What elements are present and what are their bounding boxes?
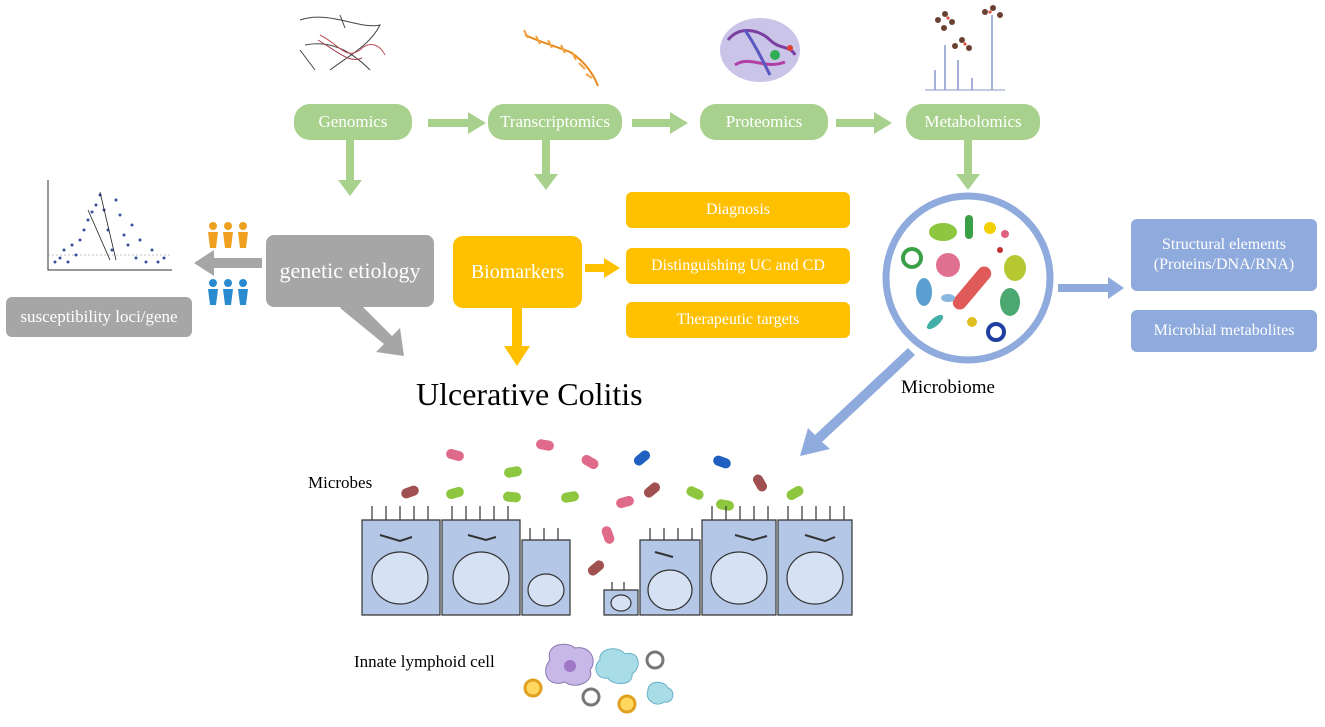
microbe-icons [401, 439, 804, 576]
distinguishing-box: Distinguishing UC and CD [626, 248, 850, 284]
diagnosis-label: Diagnosis [706, 201, 770, 218]
microbiome-label: Microbiome [901, 377, 995, 398]
protein-icon [720, 18, 800, 82]
genomics-label: Genomics [318, 112, 388, 131]
blue-arrows [800, 277, 1124, 456]
diagnosis-box: Diagnosis [626, 192, 850, 228]
gray-arrows [194, 250, 404, 356]
proteomics-label: Proteomics [725, 112, 803, 131]
susceptibility-loci-label: susceptibility loci/gene [20, 307, 178, 326]
metabolite-spectrum-icon [925, 5, 1005, 91]
omics-flow-arrows [428, 112, 892, 134]
rna-icon [523, 29, 599, 87]
microbes-label: Microbes [308, 473, 373, 492]
dna-icon [299, 14, 386, 71]
people-icons [208, 222, 248, 305]
metabolomics-label: Metabolomics [924, 112, 1022, 131]
microbial-metabolites-box: Microbial metabolites [1131, 310, 1317, 352]
transcriptomics-label: Transcriptomics [500, 112, 610, 131]
microbial-metabolites-label: Microbial metabolites [1153, 322, 1295, 339]
structural-elements-box: Structural elements (Proteins/DNA/RNA) [1131, 219, 1317, 291]
therapeutic-targets-label: Therapeutic targets [676, 311, 800, 328]
metabolomics-box: Metabolomics [906, 104, 1040, 140]
genetic-etiology-label: genetic etiology [279, 258, 421, 283]
immune-cells [523, 643, 674, 714]
therapeutic-targets-box: Therapeutic targets [626, 302, 850, 338]
proteomics-box: Proteomics [700, 104, 828, 140]
biomarkers-box: Biomarkers [453, 236, 582, 308]
ulcerative-colitis-title: Ulcerative Colitis [416, 376, 643, 412]
genetic-etiology-box: genetic etiology [266, 235, 434, 307]
orange-arrows [504, 258, 620, 366]
omics-down-arrows [338, 140, 980, 196]
biomarkers-label: Biomarkers [470, 260, 565, 283]
epithelial-cells [361, 506, 853, 616]
susceptibility-loci-box: susceptibility loci/gene [6, 297, 192, 337]
genomics-box: Genomics [294, 104, 412, 140]
innate-lymphoid-cell-label: Innate lymphoid cell [354, 652, 495, 671]
microbiome-circle [882, 192, 1054, 364]
distinguishing-label: Distinguishing UC and CD [651, 257, 825, 274]
gwas-plot-icon [47, 180, 172, 271]
transcriptomics-box: Transcriptomics [488, 104, 622, 140]
structural-elements-label: Structural elements (Proteins/DNA/RNA) [1153, 236, 1295, 273]
